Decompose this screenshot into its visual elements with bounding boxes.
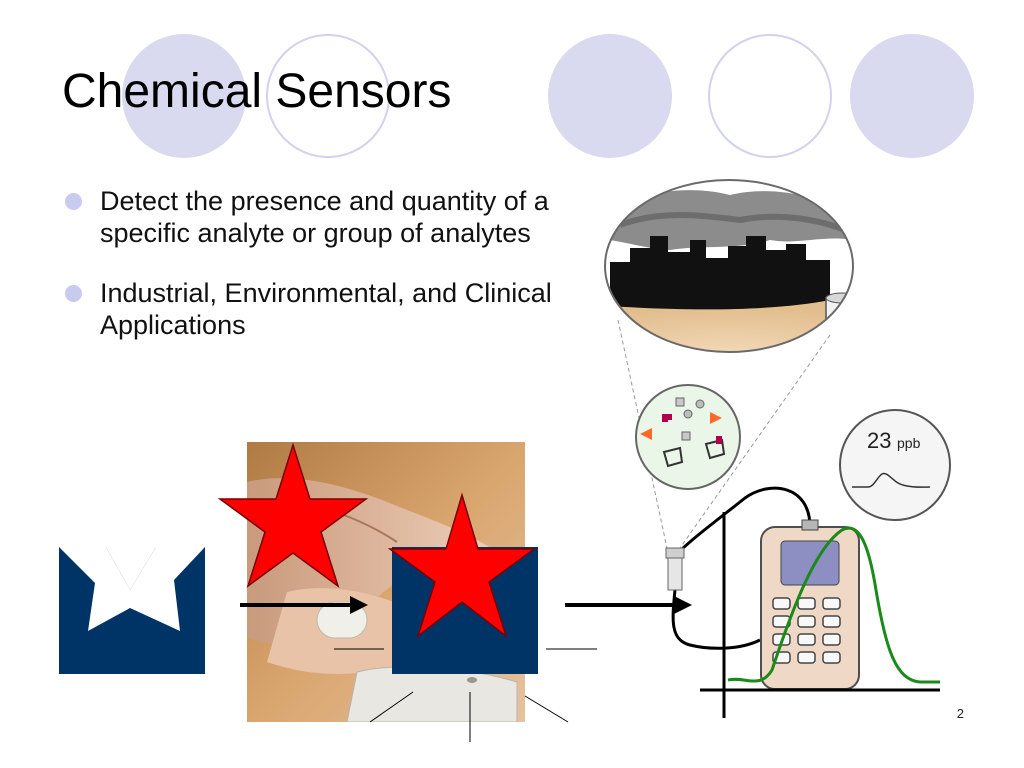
analyte-star-icon — [217, 442, 369, 588]
decor-circle-4 — [708, 34, 832, 158]
bullet-text: Industrial, Environmental, and Clinical … — [100, 278, 552, 340]
decor-circle-3 — [548, 34, 672, 158]
receptor-shape-bound — [387, 492, 538, 674]
slide-number: 2 — [956, 706, 964, 721]
bullet-item: Industrial, Environmental, and Clinical … — [62, 277, 582, 341]
molecules-circle-image — [635, 384, 741, 490]
bullet-dot-icon — [65, 193, 82, 210]
bullet-text: Detect the presence and quantity of a sp… — [100, 186, 549, 248]
decor-circle-1 — [122, 34, 246, 158]
slide-title: Chemical Sensors — [62, 65, 452, 118]
sensor-probe-icon — [665, 486, 812, 650]
bullet-list: Detect the presence and quantity of a sp… — [62, 185, 582, 369]
signal-plot — [700, 512, 940, 718]
pollution-scene-image — [604, 179, 854, 353]
meter-display-circle — [839, 409, 951, 521]
bullet-item: Detect the presence and quantity of a sp… — [62, 185, 582, 249]
meter-reading-unit: ppb — [897, 435, 921, 451]
bullet-dot-icon — [65, 285, 82, 302]
meter-reading-value: 23 — [867, 428, 891, 453]
arrow-right-icon — [565, 596, 692, 614]
receptor-shape-empty — [59, 547, 205, 674]
decor-circle-2 — [266, 34, 390, 158]
handheld-meter-image — [760, 519, 860, 690]
decor-circle-5 — [850, 34, 974, 158]
arrow-right-icon — [240, 596, 368, 614]
